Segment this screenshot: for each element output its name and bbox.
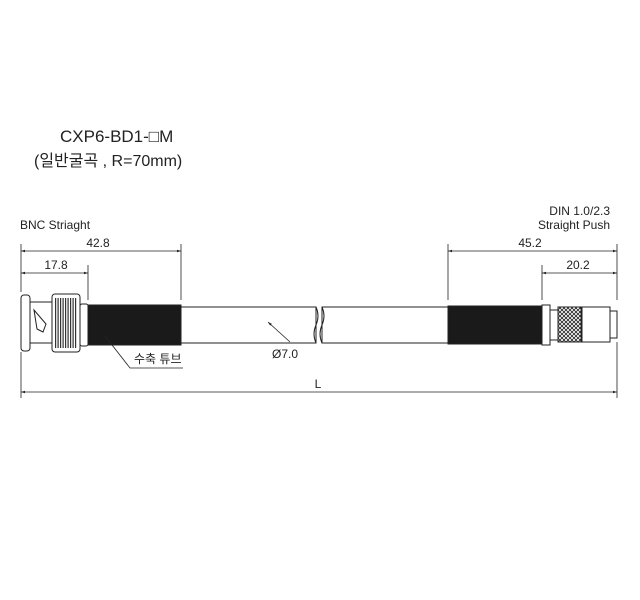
model-title: CXP6-BD1-□M (60, 127, 173, 146)
right-connector-label-2: Straight Push (538, 218, 610, 232)
dimension-lines (21, 249, 617, 394)
dim-right-connector: 20.2 (566, 258, 590, 272)
leader-lines (104, 321, 291, 369)
left-connector-label: BNC Striaght (20, 218, 91, 232)
extension-lines (20, 244, 618, 398)
din-connector (447, 304, 618, 346)
cable-diameter: Ø7.0 (272, 347, 298, 361)
dim-left-connector: 17.8 (44, 258, 68, 272)
cable (180, 306, 449, 344)
right-connector-label-1: DIN 1.0/2.3 (549, 204, 610, 218)
sleeve-label: 수축 튜브 (134, 352, 182, 366)
bnc-connector (20, 293, 182, 353)
dim-left-total: 42.8 (86, 236, 110, 250)
model-subtitle: (일반굴곡 , R=70mm) (34, 152, 182, 170)
right-shrink-sleeve (447, 305, 543, 345)
left-shrink-sleeve (87, 304, 182, 346)
dim-length: L (315, 377, 322, 391)
dim-right-total: 45.2 (518, 236, 542, 250)
